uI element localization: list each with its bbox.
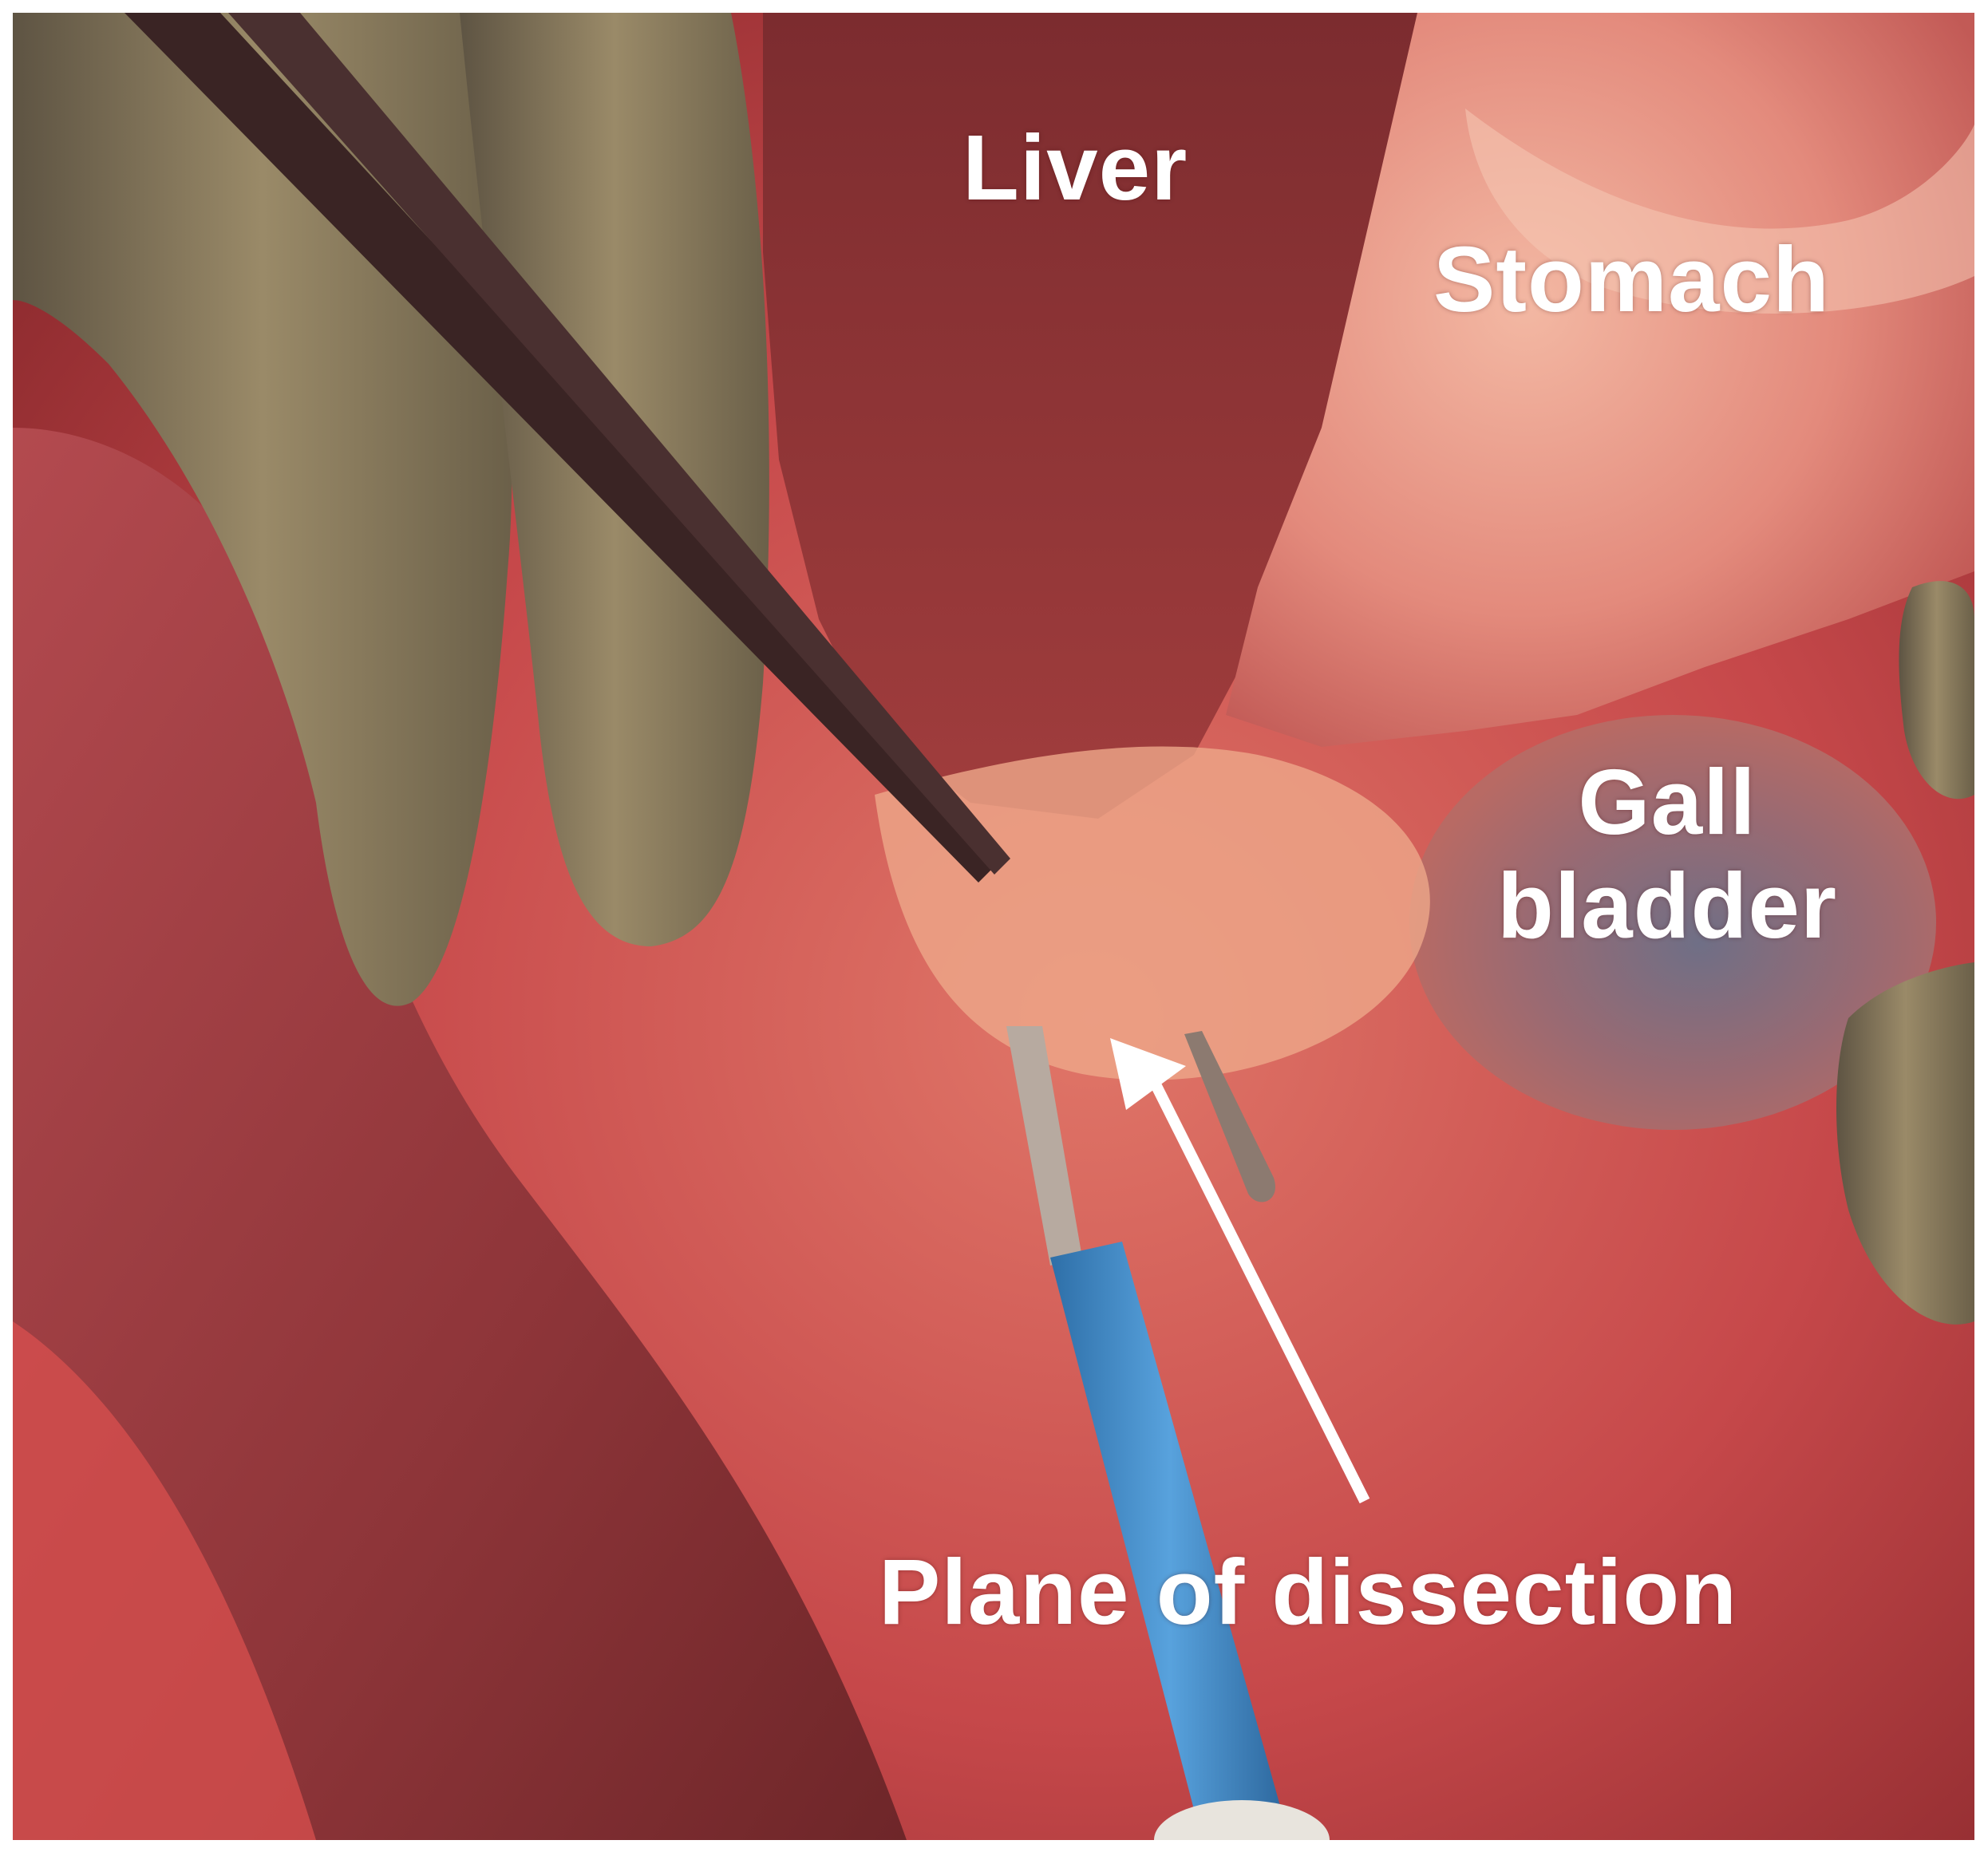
stomach-highlight xyxy=(1465,109,1974,314)
cautery-tip xyxy=(1006,1026,1082,1266)
glove-tip-right-lower xyxy=(1836,962,1974,1325)
surgical-scene xyxy=(13,13,1974,1840)
cautery-handle xyxy=(1050,1242,1290,1840)
label-plane-of-dissection: Plane of dissection xyxy=(879,1540,1738,1644)
forceps-blade xyxy=(228,13,1010,875)
label-gall-line2: bladder xyxy=(1497,853,1837,958)
liver xyxy=(763,13,1433,819)
label-gall-line1: Gall xyxy=(1578,750,1757,854)
arrow-shaft xyxy=(1147,1075,1370,1504)
hook-instrument xyxy=(1184,1031,1276,1202)
arrow-up-left-icon xyxy=(1110,1038,1186,1110)
label-gall-bladder: Gall bladder xyxy=(1497,750,1837,958)
cautery-grip xyxy=(1154,1800,1330,1840)
glove-tip-right xyxy=(1899,581,1974,800)
label-stomach: Stomach xyxy=(1433,227,1830,331)
lower-left-tissue xyxy=(13,1321,316,1840)
dissection-tissue xyxy=(875,746,1430,1080)
forceps xyxy=(124,13,1002,883)
label-liver: Liver xyxy=(962,116,1188,219)
surgical-photo: Liver Stomach Gall bladder Plane of diss… xyxy=(13,13,1974,1840)
stomach xyxy=(1226,13,1974,747)
left-organ xyxy=(13,428,907,1840)
gall-bladder xyxy=(1409,715,1936,1130)
